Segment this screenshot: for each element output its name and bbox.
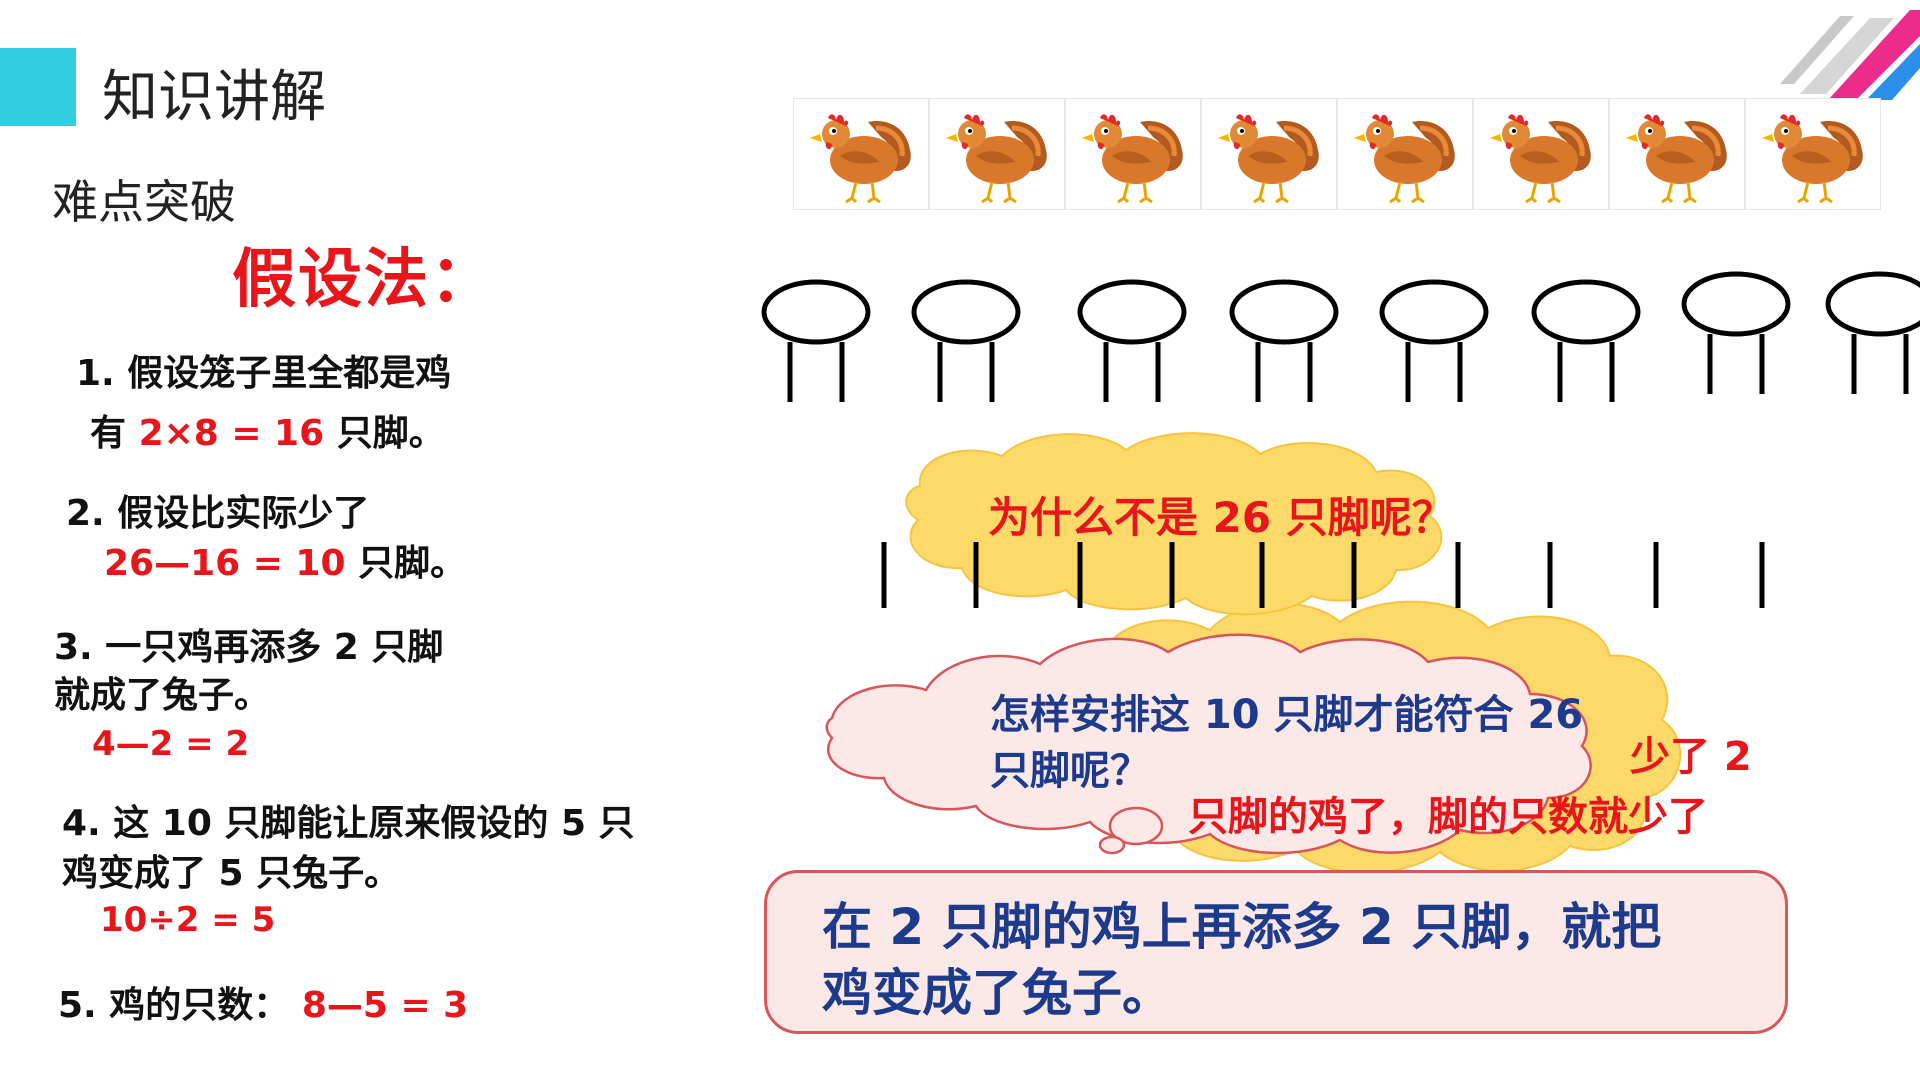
step-5-label: 5. 鸡的只数： bbox=[58, 985, 290, 1026]
method-title: 假设法： bbox=[232, 243, 496, 317]
step-1-formula: 2×8 = 16 bbox=[138, 413, 325, 454]
step-4-label-line2: 鸡变成了 5 只兔子。 bbox=[62, 853, 401, 894]
stick-figure-icon bbox=[1379, 279, 1489, 402]
stick-figure-icon bbox=[1681, 271, 1791, 394]
cloud-question-text: 为什么不是 26 只脚呢？ bbox=[988, 484, 1454, 545]
step-4-formula: 10÷2 = 5 bbox=[100, 900, 276, 940]
bubble-question-line1: 怎样安排这 10 只脚才能符合 26 bbox=[990, 692, 1584, 738]
hidden-cloud-line2: 只脚的鸡了，脚的只数就少了 bbox=[1188, 794, 1708, 840]
chicken-icon bbox=[1609, 98, 1745, 210]
header-accent-bar bbox=[0, 48, 76, 126]
callout-line1: 在 2 只脚的鸡上再添多 2 只脚，就把 bbox=[822, 898, 1662, 956]
step-4-label-line1: 4. 这 10 只脚能让原来假设的 5 只 bbox=[62, 803, 635, 844]
chicken-icon bbox=[1473, 98, 1609, 210]
thought-dot-small bbox=[1098, 835, 1126, 855]
stick-figure-icon bbox=[911, 279, 1021, 402]
step-2-result: 26—16 = 10 只脚。 bbox=[104, 540, 466, 588]
step-2-label: 2. 假设比实际少了 bbox=[66, 493, 370, 534]
callout-line2: 鸡变成了兔子。 bbox=[822, 964, 1172, 1022]
stick-figure-icon bbox=[1825, 271, 1920, 394]
step-1-label: 1. 假设笼子里全都是鸡 bbox=[76, 353, 452, 394]
step-1-suffix: 只脚。 bbox=[336, 413, 445, 454]
step-3-label-line2: 就成了兔子。 bbox=[54, 675, 271, 716]
callout-text: 在 2 只脚的鸡上再添多 2 只脚，就把 鸡变成了兔子。 bbox=[822, 894, 1661, 1026]
page-title: 知识讲解 bbox=[102, 65, 326, 130]
cloud-question-suffix: 只脚呢？ bbox=[1285, 493, 1454, 542]
chicken-icon bbox=[1337, 98, 1473, 210]
stick-figure-icon bbox=[1531, 279, 1641, 402]
chicken-icon bbox=[1065, 98, 1201, 210]
step-1-prefix: 有 bbox=[90, 413, 127, 454]
thought-dot-large bbox=[1108, 806, 1164, 846]
stick-figure-icon bbox=[1229, 279, 1339, 402]
cloud-question-prefix: 为什么不是 bbox=[988, 493, 1199, 542]
chicken-icon bbox=[1745, 98, 1881, 210]
pink-thought-bubble bbox=[825, 633, 1592, 855]
chicken-icon bbox=[1201, 98, 1337, 210]
stick-figure-icon bbox=[1077, 279, 1187, 402]
cloud-question-number: 26 bbox=[1212, 493, 1272, 542]
chicken-icon bbox=[793, 98, 929, 210]
logo-icon bbox=[1780, 10, 1920, 100]
hidden-cloud-line1-tail: 少了 2 bbox=[1630, 734, 1752, 780]
step-5-formula: 8—5 = 3 bbox=[301, 985, 469, 1026]
chicken-icon bbox=[929, 98, 1065, 210]
step-2-suffix: 只脚。 bbox=[358, 543, 467, 584]
section-subtitle: 难点突破 bbox=[52, 175, 236, 229]
stick-figure-icon bbox=[761, 279, 871, 402]
step-5-row: 5. 鸡的只数： 8—5 = 3 bbox=[58, 982, 468, 1030]
step-3-formula: 4—2 = 2 bbox=[92, 724, 250, 764]
step-1-result: 有 2×8 = 16 只脚。 bbox=[90, 410, 445, 458]
step-3-label-line1: 3. 一只鸡再添多 2 只脚 bbox=[54, 627, 444, 668]
bubble-question-line2: 只脚呢？ bbox=[990, 748, 1150, 794]
callout-box bbox=[764, 870, 1788, 1034]
diagram-scene bbox=[761, 271, 1920, 874]
chicken-strip bbox=[793, 98, 1920, 210]
step-2-formula: 26—16 = 10 bbox=[104, 543, 346, 584]
